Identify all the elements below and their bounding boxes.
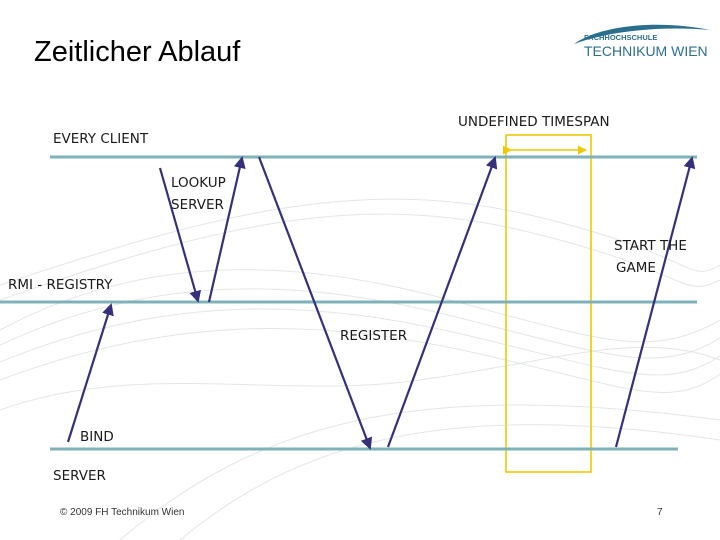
fh-technikum-wien-logo: FACHHOCHSCHULE TECHNIKUM WIEN — [574, 24, 710, 59]
lookup-response-arrow — [207, 156, 246, 303]
slide-title: Zeitlicher Ablauf — [34, 36, 241, 68]
start-game-arrow — [614, 156, 696, 448]
logo-line2: TECHNIKUM WIEN — [584, 43, 708, 59]
server-lane-label: SERVER — [53, 468, 106, 484]
footer-copyright: © 2009 FH Technikum Wien — [60, 507, 185, 518]
register-arrow — [257, 156, 373, 450]
lookup-arrow — [158, 167, 202, 303]
bind-label: BIND — [80, 429, 114, 445]
bind-arrow — [66, 303, 114, 443]
start-game-label-line1: START THE — [614, 238, 687, 254]
lookup-label-line1: LOOKUP — [171, 175, 226, 191]
register-label: REGISTER — [340, 328, 408, 344]
logo-line1: FACHHOCHSCHULE — [584, 33, 657, 42]
client-lane-label: EVERY CLIENT — [53, 131, 149, 147]
lookup-label-line2: SERVER — [171, 197, 224, 213]
timespan-label: UNDEFINED TIMESPAN — [458, 114, 610, 130]
page-number: 7 — [657, 507, 663, 518]
start-game-label-line2: GAME — [616, 260, 656, 276]
logo-swoosh — [574, 24, 710, 44]
registry-lane-label: RMI - REGISTRY — [8, 277, 113, 293]
register-response-arrow — [386, 156, 498, 448]
